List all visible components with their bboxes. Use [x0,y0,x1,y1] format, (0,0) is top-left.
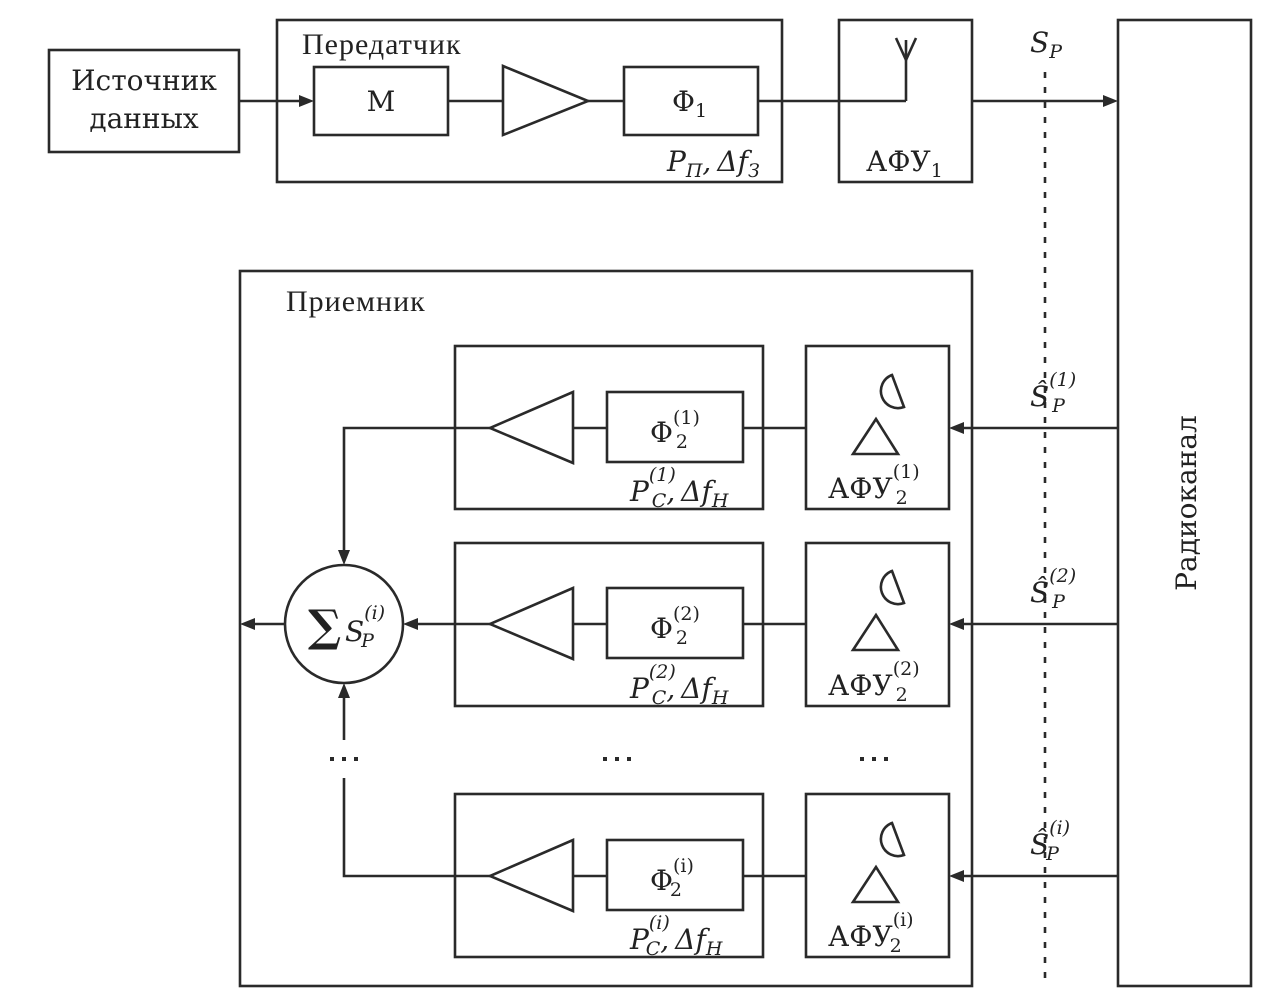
data-source-block: Источник данных [47,48,241,154]
radio-channel-label: Радиоканал [1170,415,1203,591]
arrowhead [949,618,964,630]
summator-label: S(i)Р [345,602,385,652]
ellipsis-afu [860,757,888,761]
ellipsis-summator [330,757,358,761]
arrowhead [1103,95,1118,107]
rx-filter-label: Φ(1)2 [650,407,700,453]
transmitter-title: Передатчик [302,28,462,61]
radio-channel-block: Радиоканал [1116,18,1253,988]
receiver-block: Приемник [238,269,974,988]
ellipsis-branches [603,757,631,761]
modulator-block [312,65,450,137]
rx-filter-label: Φ(i)2 [650,855,694,901]
arrowhead [338,550,350,565]
data-source-label-line2: данных [89,102,199,135]
data-source-label-line1: Источник [71,64,217,97]
received-signal-label: Ŝ(i)Р [1030,817,1070,865]
connector-branch1-to-summator [342,426,490,552]
connector-branchi-lower [342,778,490,878]
received-signal-label: Ŝ(2)Р [1030,565,1076,613]
afu2-label: АФУ(i)2 [828,909,914,957]
afu1-label: АФУ1 [866,145,943,182]
rx-filter-block [605,390,745,464]
antenna-icon [894,37,918,101]
receiver-title: Приемник [286,285,426,318]
arrowhead [403,618,418,630]
rx-params-label: P(i)С,ΔfН [629,912,723,960]
received-signal-label: Ŝ(1)Р [1030,369,1076,417]
afu2-label: АФУ(2)2 [828,658,920,706]
sigma-icon: ∑ [308,601,341,652]
receiver-branch: Φ(2)2P(2)С,ΔfН АФУ(2)2 Ŝ(2)Р [453,541,1118,709]
rx-filter-block [605,838,745,912]
rx-amplifier-icon [486,838,575,913]
dish-antenna-icon [850,821,906,904]
rx-amplifier-icon [486,586,575,661]
arrowhead [949,422,964,434]
signal-sp-label: SР [1030,26,1063,63]
rx-filter-label: Φ(2)2 [650,603,700,649]
dish-antenna-icon [850,373,906,456]
arrowhead [240,618,255,630]
arrowhead [338,683,350,698]
summator-block: ∑ S(i)Р [283,563,405,685]
rx-params-label: P(2)С,ΔfН [629,661,729,709]
tx-filter-label: Φ1 [672,85,707,122]
arrowhead [299,95,314,107]
rx-amplifier-icon [486,390,575,465]
dish-antenna-icon [850,569,906,652]
receiver-branch: Φ(1)2P(1)С,ΔfН АФУ(1)2 Ŝ(1)Р [453,344,1118,512]
arrowhead [949,870,964,882]
transmitter-block: Передатчик М Φ1 PП,ΔfЗ [275,18,784,184]
rx-params-label: P(1)С,ΔfН [629,464,729,512]
receiver-branch: Φ(i)2P(i)С,ΔfН АФУ(i)2 Ŝ(i)Р [453,792,1118,960]
afu2-label: АФУ(1)2 [828,461,920,509]
afu2-block [804,541,951,708]
modulator-label: М [367,85,396,118]
rx-filter-block [605,586,745,660]
